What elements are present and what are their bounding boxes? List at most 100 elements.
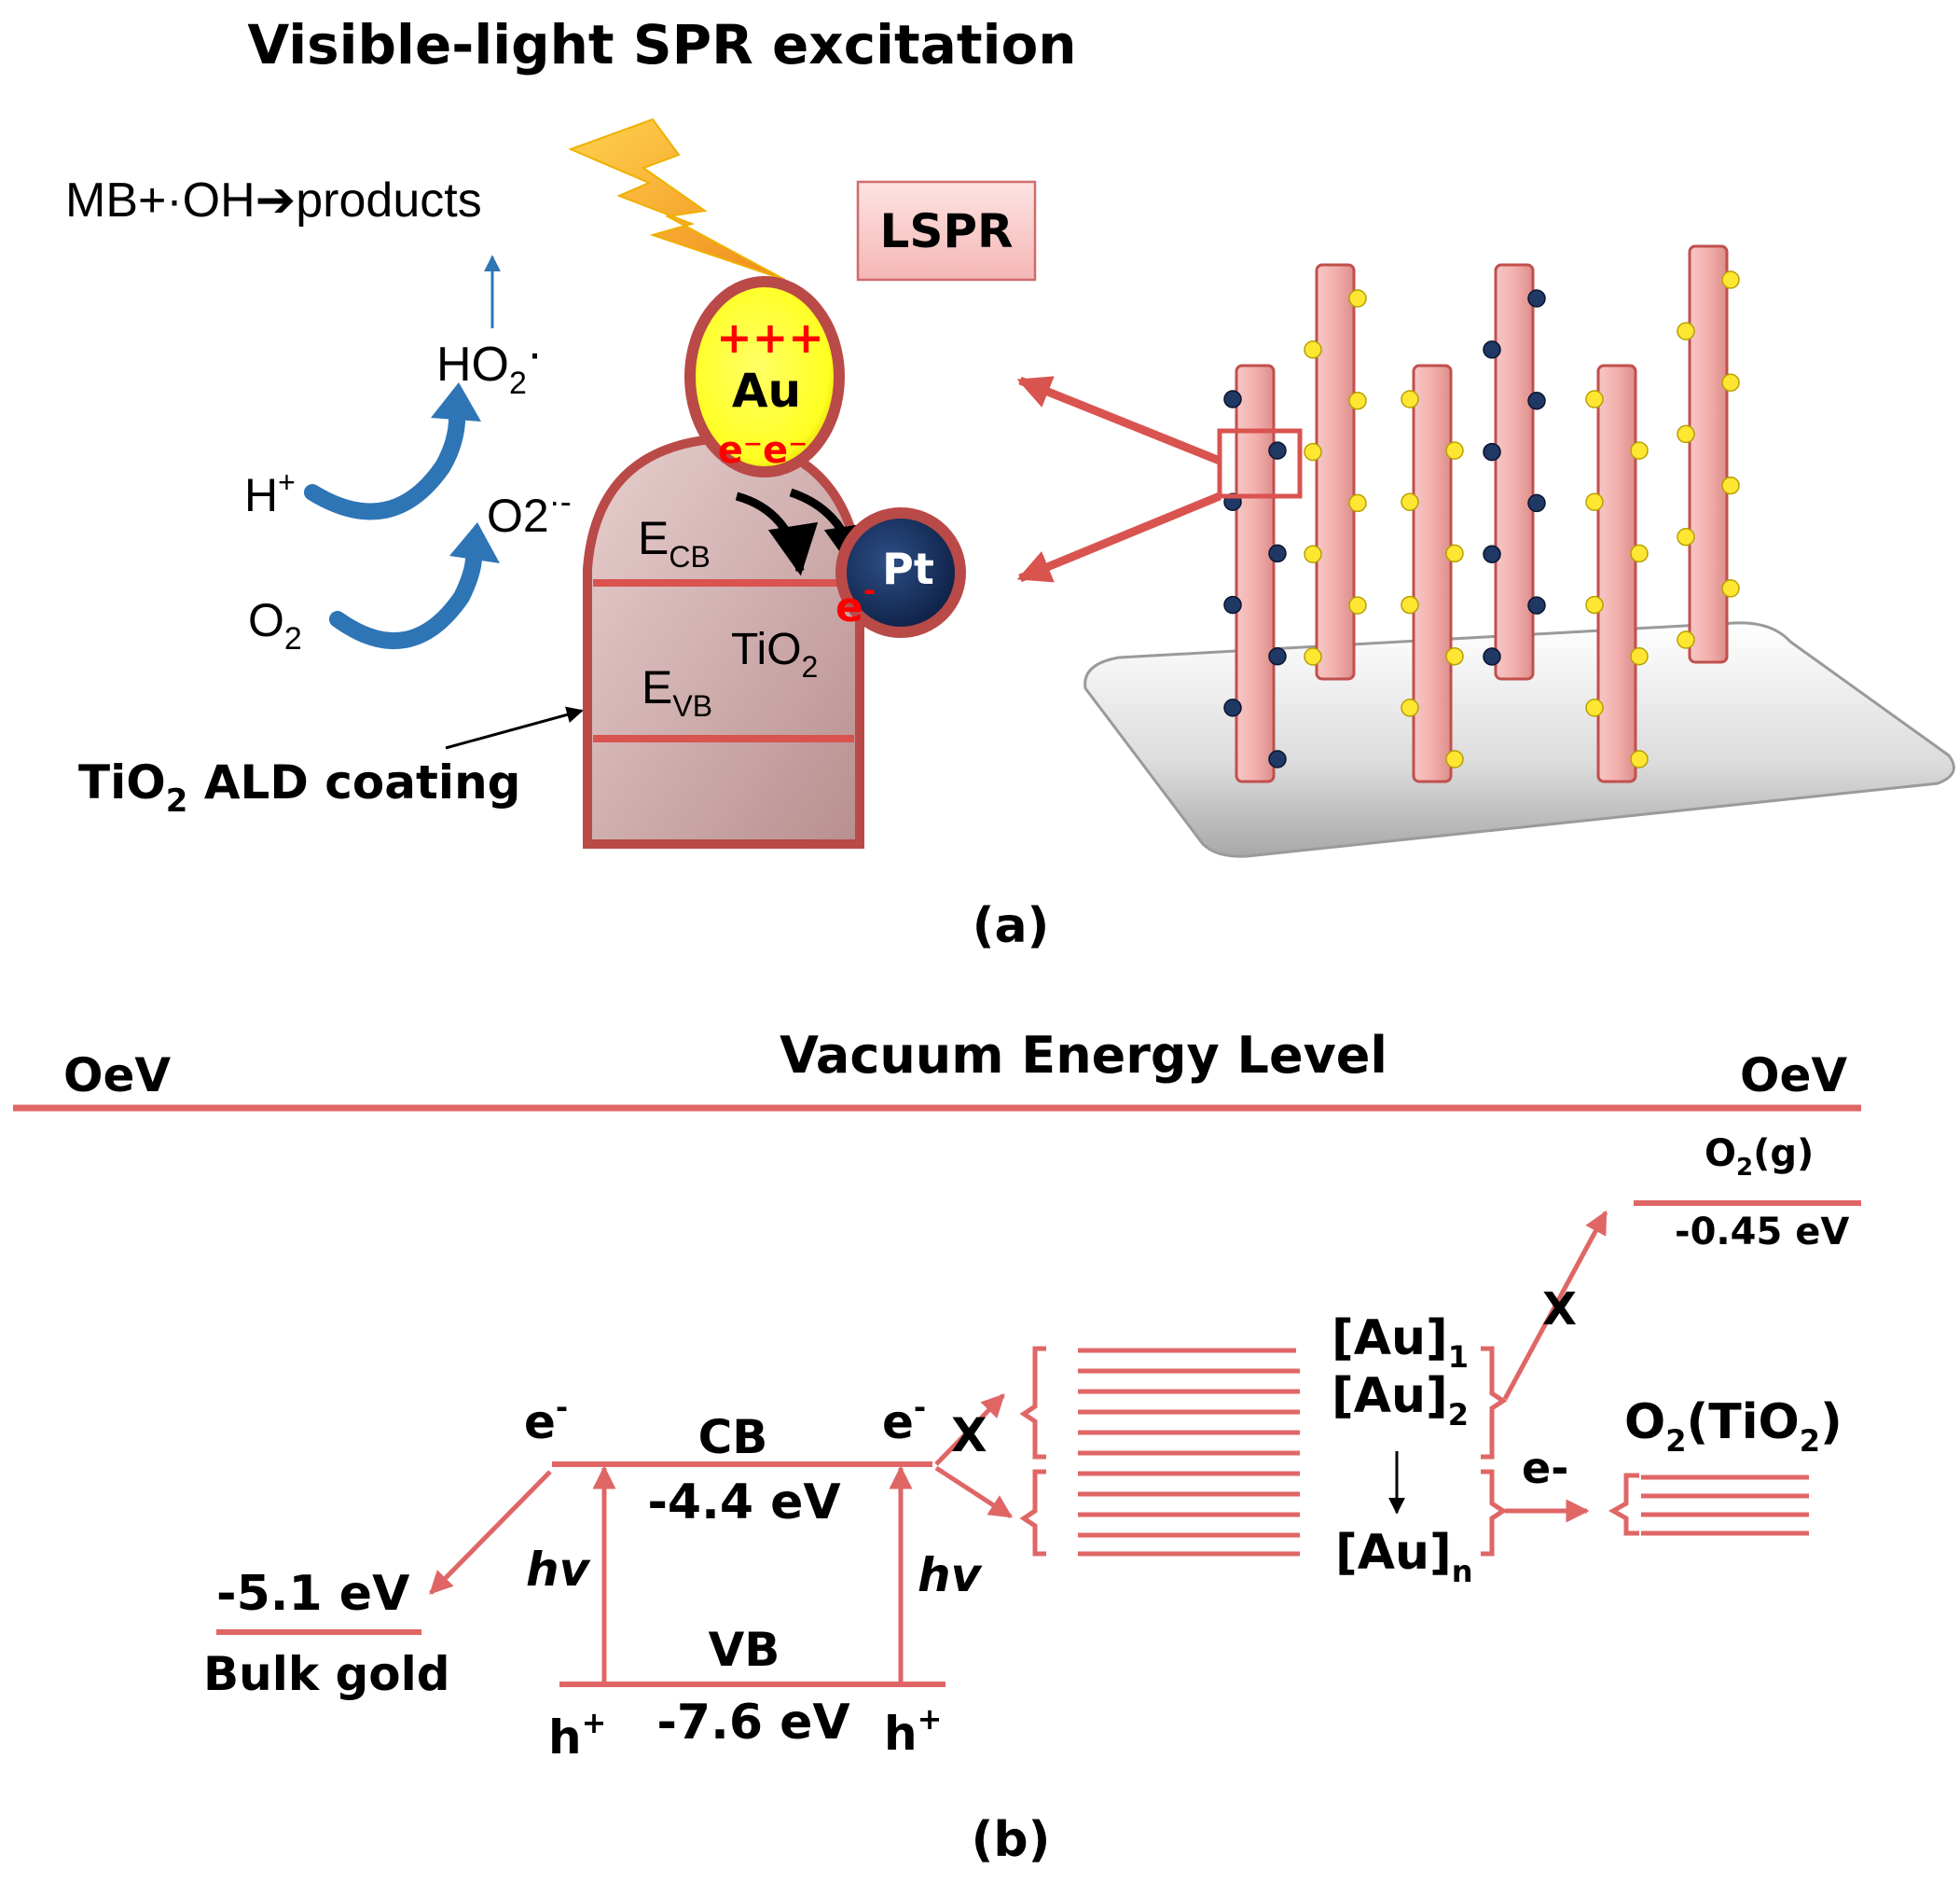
au1-label: [Au]1 bbox=[1332, 1310, 1469, 1375]
evb-label: EVB bbox=[642, 661, 712, 723]
h-to-ho2-arrowhead bbox=[431, 382, 481, 422]
o2-to-radical-curved-arrow bbox=[329, 542, 483, 650]
o2tio2-label: O2(TiO2) bbox=[1624, 1394, 1843, 1459]
ho2-label: HO2· bbox=[436, 326, 543, 401]
hole-label-left: h+ bbox=[548, 1705, 606, 1765]
au-particle bbox=[1348, 493, 1367, 513]
pt-particle bbox=[1223, 390, 1242, 408]
nanorod-array bbox=[1223, 244, 1740, 783]
blocked-x-left: X bbox=[951, 1408, 987, 1462]
au-particle bbox=[1630, 441, 1649, 460]
cb-to-aun-arrow bbox=[934, 1465, 1014, 1519]
au-particle bbox=[1348, 596, 1367, 615]
nanorod bbox=[1235, 364, 1276, 783]
au-particle bbox=[1401, 390, 1419, 408]
cb-label: CB bbox=[698, 1410, 768, 1464]
au-cluster-levels bbox=[1078, 1348, 1300, 1557]
ecb-label: ECB bbox=[638, 512, 711, 574]
au-charges-label: +++ bbox=[716, 312, 824, 363]
au-particle bbox=[1630, 750, 1649, 768]
lspr-label: LSPR bbox=[879, 204, 1013, 258]
au-particle bbox=[1585, 492, 1604, 512]
pt-particle bbox=[1527, 493, 1546, 513]
o2-to-radical-arrowhead bbox=[449, 522, 500, 563]
hplus-label: H+ bbox=[244, 465, 296, 521]
lightning-icon bbox=[568, 118, 786, 281]
au-particle bbox=[1585, 699, 1604, 717]
nanorod bbox=[1494, 263, 1535, 681]
pt-particle bbox=[1268, 750, 1287, 768]
gold-label: Bulk gold bbox=[203, 1647, 450, 1701]
au-particle bbox=[1304, 647, 1322, 666]
pt-particle bbox=[1483, 545, 1501, 564]
au-particle bbox=[1630, 646, 1649, 666]
zero-ev-right-label: OeV bbox=[1740, 1048, 1847, 1102]
e-minus-label: e- bbox=[1522, 1443, 1568, 1493]
electron-label-right: e- bbox=[882, 1390, 926, 1449]
au-particle bbox=[1445, 544, 1464, 563]
au-particle bbox=[1348, 289, 1367, 308]
o2g-energy-label: -0.45 eV bbox=[1675, 1211, 1849, 1253]
cb-to-gold-arrow bbox=[429, 1470, 552, 1595]
gold-energy-label: -5.1 eV bbox=[216, 1566, 409, 1622]
au-particle bbox=[1304, 442, 1322, 462]
au-particle bbox=[1585, 390, 1604, 408]
vb-energy-label: -7.6 eV bbox=[656, 1695, 849, 1751]
au-particle bbox=[1721, 270, 1740, 289]
pt-nanoparticle bbox=[835, 507, 966, 638]
hv-label-left: hv bbox=[526, 1543, 591, 1597]
au-label: Au bbox=[732, 364, 801, 418]
au-particle bbox=[1304, 340, 1322, 359]
pt-particle bbox=[1223, 699, 1242, 717]
panel-a-title: Visible-light SPR excitation bbox=[247, 13, 1076, 76]
zoom-arrow-lower bbox=[1016, 492, 1222, 583]
au-particle bbox=[1304, 545, 1322, 564]
au-particle bbox=[1445, 441, 1464, 460]
nanorod bbox=[1596, 364, 1637, 783]
pt-particle bbox=[1268, 544, 1287, 563]
nanorod bbox=[1315, 263, 1356, 681]
au-right-upper-bracket bbox=[1481, 1346, 1508, 1460]
au-electrons-label: e⁻e⁻ bbox=[718, 429, 807, 472]
pt-particle bbox=[1527, 596, 1546, 615]
cb-energy-label: -4.4 eV bbox=[647, 1475, 840, 1530]
vb-label: VB bbox=[709, 1623, 780, 1677]
o2-radical-label: O2·- bbox=[487, 482, 572, 542]
pt-particle bbox=[1527, 391, 1546, 410]
zoom-arrow-upper bbox=[1016, 376, 1222, 465]
reaction-label: MB+·OH➔products bbox=[65, 173, 482, 228]
pt-electron-label: e- bbox=[835, 573, 876, 631]
au-particle bbox=[1445, 750, 1464, 768]
au-particle bbox=[1677, 424, 1695, 444]
au-particle bbox=[1677, 527, 1695, 547]
au-upper-bracket bbox=[1019, 1346, 1046, 1460]
substrate-plate bbox=[1084, 621, 1955, 858]
cb-to-au1-arrow-blocked bbox=[934, 1393, 1005, 1466]
au-particle bbox=[1401, 699, 1419, 717]
panel-a-caption: (a) bbox=[973, 898, 1050, 954]
pt-particle bbox=[1483, 442, 1501, 462]
pt-particle bbox=[1527, 289, 1546, 308]
zero-ev-left-label: OeV bbox=[63, 1048, 171, 1102]
nanorod bbox=[1412, 364, 1453, 783]
tio2-coating-dome bbox=[583, 433, 864, 849]
au-particle bbox=[1721, 476, 1740, 495]
au-nanoparticle bbox=[684, 276, 845, 478]
coating-pointer-arrow bbox=[445, 706, 584, 750]
o2g-label: O2(g) bbox=[1705, 1132, 1814, 1182]
au-particle bbox=[1401, 595, 1419, 615]
panel-b: Vacuum Energy Level OeV OeV O2(g) -0.45 … bbox=[13, 1026, 1861, 1868]
o2-label: O2 bbox=[248, 594, 302, 657]
lspr-box bbox=[856, 180, 1037, 282]
blocked-x-right: X bbox=[1542, 1283, 1577, 1336]
panel-b-caption: (b) bbox=[972, 1812, 1051, 1868]
au2-label: [Au]2 bbox=[1332, 1368, 1469, 1433]
pt-particle bbox=[1223, 595, 1242, 615]
au-particle bbox=[1348, 391, 1367, 410]
aun-label: [Au]n bbox=[1335, 1525, 1473, 1589]
hv-label-right: hv bbox=[918, 1548, 983, 1602]
au-particle bbox=[1721, 579, 1740, 598]
nanorod bbox=[1688, 244, 1729, 664]
vacuum-level-title: Vacuum Energy Level bbox=[780, 1026, 1387, 1085]
